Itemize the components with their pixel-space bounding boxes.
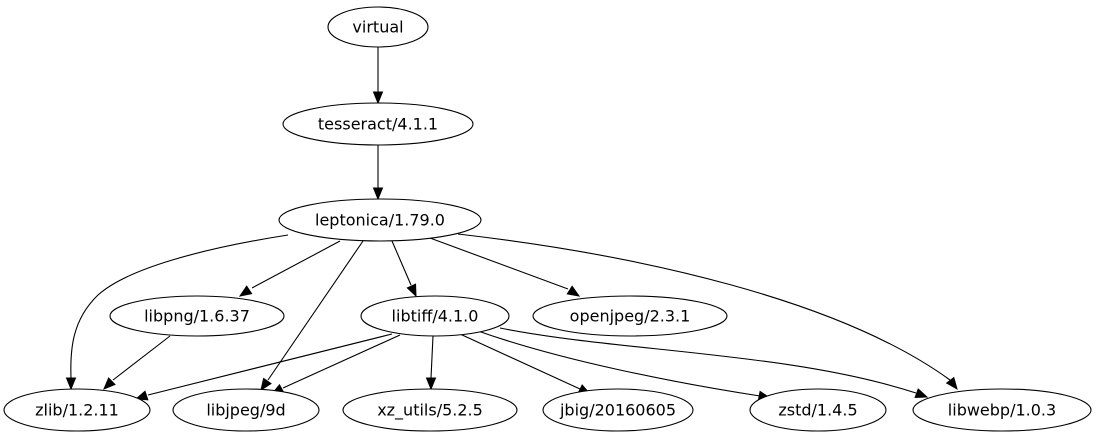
arrowhead-icon [260, 377, 272, 392]
arrowhead-icon [65, 377, 77, 391]
arrowhead-icon [566, 285, 581, 297]
node-ellipse [172, 388, 320, 432]
node-label: openjpeg/2.3.1 [570, 307, 691, 326]
arrowhead-icon [103, 377, 116, 390]
edge-line [147, 333, 393, 396]
arrowhead-icon [914, 388, 929, 398]
arrowhead-icon [425, 377, 437, 391]
node-libwebp[interactable]: libwebp/1.0.3 [912, 388, 1092, 432]
edge-line [429, 237, 569, 290]
edge-line [251, 240, 341, 289]
node-tesseract[interactable]: tesseract/4.1.1 [282, 102, 474, 146]
edge-leptonica-to-libpng [238, 240, 341, 297]
arrowhead-icon [372, 91, 384, 105]
node-label: libwebp/1.0.3 [948, 401, 1056, 420]
arrowhead-icon [945, 376, 958, 391]
edge-libtiff-to-xz_utils [425, 335, 437, 391]
arrowhead-icon [238, 285, 253, 297]
edge-leptonica-to-openjpeg [429, 237, 581, 297]
node-ellipse [542, 388, 694, 432]
edge-leptonica-to-libtiff [391, 240, 417, 298]
edge-virtual-to-tesseract [372, 47, 384, 105]
node-ellipse [912, 388, 1092, 432]
edge-line [477, 330, 761, 397]
arrowhead-icon [134, 390, 149, 401]
node-libtiff[interactable]: libtiff/4.1.0 [360, 295, 510, 337]
edge-libpng-to-zlib [103, 335, 171, 390]
nodes-layer: virtual tesseract/4.1.1 leptonica/1.79.0 li… [3, 6, 1092, 432]
node-label: tesseract/4.1.1 [318, 115, 438, 134]
node-ellipse [278, 198, 482, 242]
node-label: libjpeg/9d [206, 401, 285, 420]
node-openjpeg[interactable]: openjpeg/2.3.1 [532, 295, 728, 337]
node-label: libtiff/4.1.0 [392, 307, 479, 326]
node-libjpeg[interactable]: libjpeg/9d [172, 388, 320, 432]
node-xz-utils[interactable]: xz_utils/5.2.5 [342, 388, 518, 432]
node-label: libpng/1.6.37 [144, 307, 250, 326]
node-ellipse [749, 388, 887, 432]
node-ellipse [109, 295, 285, 337]
edge-line [499, 327, 917, 394]
edge-libtiff-to-zlib [134, 333, 393, 401]
node-ellipse [327, 6, 429, 48]
node-zstd[interactable]: zstd/1.4.5 [749, 388, 887, 432]
edge-libtiff-to-jbig [459, 333, 592, 395]
node-label: leptonica/1.79.0 [315, 211, 445, 230]
node-label: xz_utils/5.2.5 [377, 401, 483, 421]
arrowhead-icon [372, 187, 384, 201]
node-ellipse [342, 388, 518, 432]
edge-line [457, 233, 951, 381]
edge-line [459, 333, 581, 390]
edge-line [391, 240, 412, 286]
edge-line [112, 335, 171, 381]
edge-line [267, 240, 364, 381]
edge-line [430, 335, 434, 379]
node-label: zlib/1.2.11 [35, 401, 119, 420]
edge-libtiff-to-libwebp [499, 327, 929, 398]
node-ellipse [3, 388, 151, 432]
edge-leptonica-to-zlib [65, 234, 289, 391]
edge-line [70, 234, 289, 379]
edge-libtiff-to-libjpeg [270, 334, 401, 395]
edge-tesseract-to-leptonica [372, 145, 384, 201]
node-label: jbig/20160605 [559, 401, 676, 420]
node-jbig[interactable]: jbig/20160605 [542, 388, 694, 432]
node-ellipse [532, 295, 728, 337]
node-libpng[interactable]: libpng/1.6.37 [109, 295, 285, 337]
node-virtual[interactable]: virtual [327, 6, 429, 48]
edges-layer [65, 47, 958, 401]
node-label: virtual [352, 18, 403, 37]
node-label: zstd/1.4.5 [778, 401, 857, 420]
node-ellipse [360, 295, 510, 337]
edge-leptonica-to-libwebp [457, 233, 958, 391]
node-leptonica[interactable]: leptonica/1.79.0 [278, 198, 482, 242]
node-ellipse [282, 102, 474, 146]
node-zlib[interactable]: zlib/1.2.11 [3, 388, 151, 432]
edge-line [282, 334, 401, 389]
arrowhead-icon [406, 283, 417, 298]
edge-leptonica-to-libjpeg [260, 240, 364, 392]
